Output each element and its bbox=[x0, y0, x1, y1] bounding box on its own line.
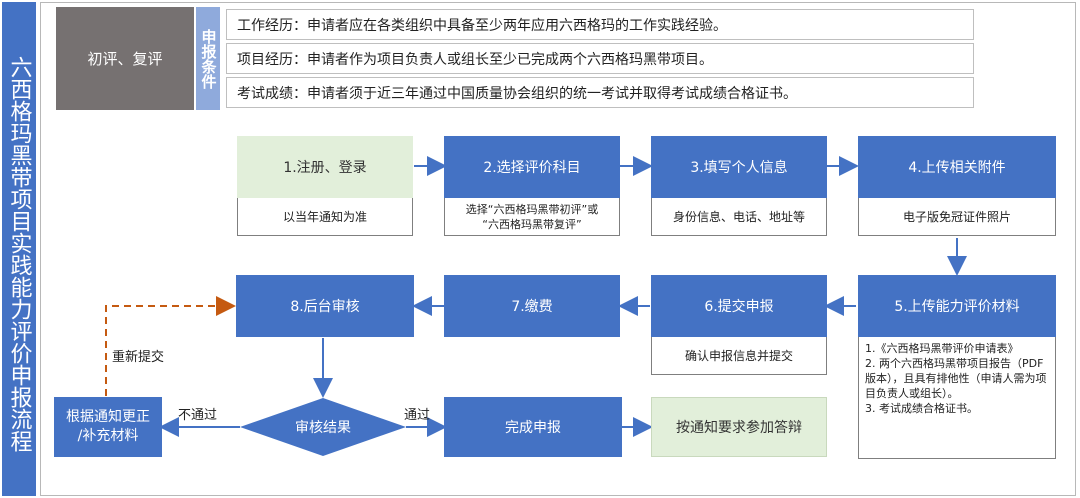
condition-exam-score: 考试成绩：申请者须于近三年通过中国质量协会组织的统一考试并取得考试成绩合格证书。 bbox=[226, 77, 974, 108]
material-item: 2. 两个六西格玛黑带项目报告（PDF版本），且具有排他性（申请人需为项目负责人… bbox=[865, 357, 1047, 400]
fail-label: 不通过 bbox=[178, 408, 218, 423]
step-personal-info-note: 身份信息、电话、地址等 bbox=[651, 198, 827, 236]
complete-declaration: 完成申报 bbox=[444, 397, 622, 457]
subject-option-line1: 选择“六西格玛黑带初评”或 bbox=[465, 202, 599, 216]
material-item: 1.《六西格玛黑带评价申请表》 bbox=[865, 342, 1019, 355]
step-upload-attachments: 4.上传相关附件 bbox=[858, 136, 1056, 198]
step-backend-review: 8.后台审核 bbox=[236, 275, 414, 337]
fix-materials-box: 根据通知更正 /补充材料 bbox=[54, 397, 162, 457]
fix-materials-line1: 根据通知更正 bbox=[66, 409, 150, 425]
step-register-login: 1.注册、登录 bbox=[237, 136, 413, 198]
decision-diamond bbox=[240, 398, 406, 456]
review-result-label: 审核结果 bbox=[295, 420, 351, 436]
step-select-subject: 2.选择评价科目 bbox=[444, 136, 620, 198]
attend-defense: 按通知要求参加答辩 bbox=[651, 397, 827, 457]
condition-project-experience: 项目经历：申请者作为项目负责人或组长至少已完成两个六西格玛黑带项目。 bbox=[226, 43, 974, 74]
conditions-label: 申报条件 bbox=[196, 7, 220, 110]
step-personal-info: 3.填写个人信息 bbox=[651, 136, 827, 198]
condition-work-experience: 工作经历：申请者应在各类组织中具备至少两年应用六西格玛的工作实践经验。 bbox=[226, 9, 974, 40]
step-submit: 6.提交申报 bbox=[651, 275, 827, 337]
step-select-subject-note: 选择“六西格玛黑带初评”或 “六西格玛黑带复评” bbox=[444, 198, 620, 236]
fix-materials-line2: /补充材料 bbox=[77, 428, 139, 444]
step-submit-note: 确认申报信息并提交 bbox=[651, 337, 827, 375]
step-register-login-note: 以当年通知为准 bbox=[237, 198, 413, 236]
process-title: 六西格玛黑带项目实践能力评价申报流程 bbox=[2, 2, 36, 496]
step-upload-materials-list: 1.《六西格玛黑带评价申请表》 2. 两个六西格玛黑带项目报告（PDF版本），且… bbox=[858, 337, 1056, 459]
subject-option-line2: “六西格玛黑带复评” bbox=[482, 217, 582, 231]
material-item: 3. 考试成绩合格证书。 bbox=[865, 402, 978, 415]
resubmit-label: 重新提交 bbox=[112, 350, 165, 365]
content-frame bbox=[40, 2, 1076, 496]
step-upload-attachments-note: 电子版免冠证件照片 bbox=[858, 198, 1056, 236]
step-payment: 7.缴费 bbox=[444, 275, 620, 337]
pass-label: 通过 bbox=[404, 408, 431, 423]
review-type-box: 初评、复评 bbox=[56, 7, 194, 110]
step-upload-materials: 5.上传能力评价材料 bbox=[858, 275, 1056, 337]
